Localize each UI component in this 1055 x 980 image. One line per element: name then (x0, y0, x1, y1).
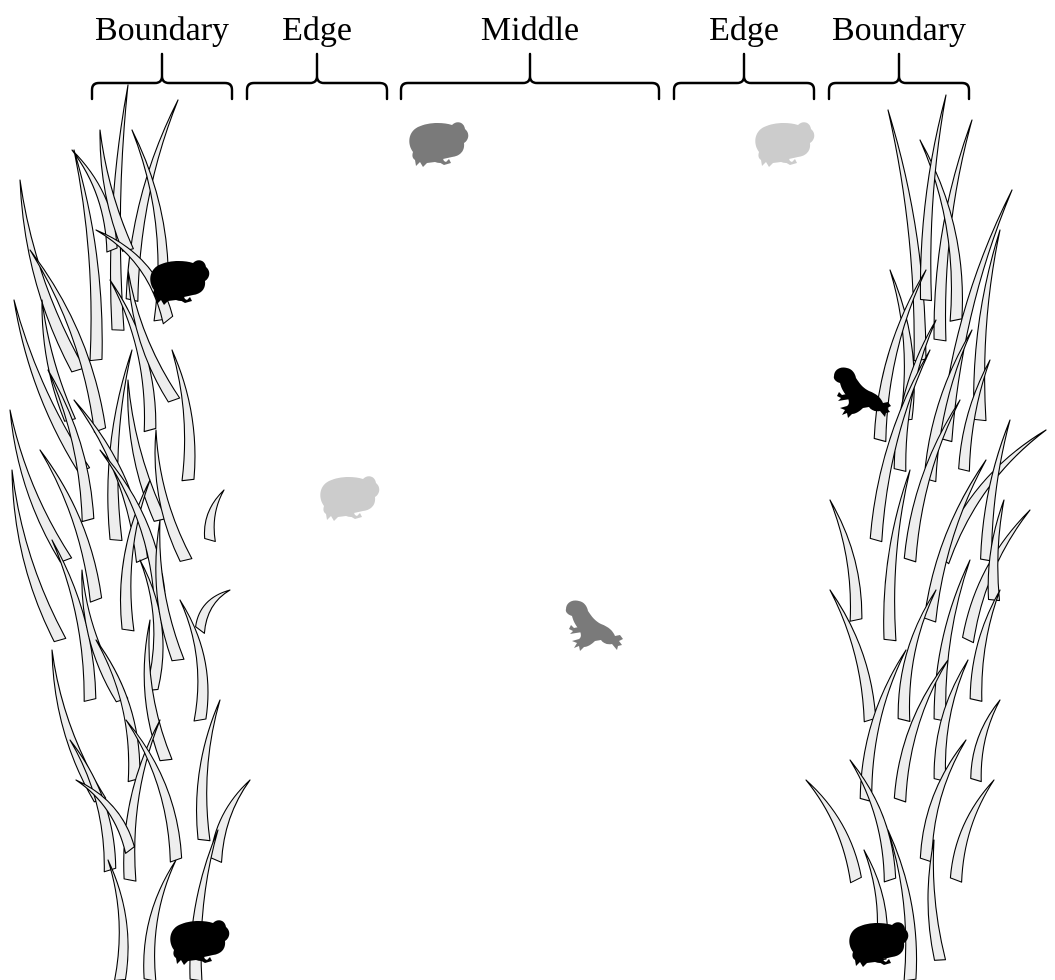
grass-blade (196, 590, 230, 633)
grass-left (10, 85, 250, 980)
bracket-boundary-right (829, 54, 969, 99)
zone-label-boundary-left: Boundary (95, 11, 229, 48)
frog-icon (150, 260, 209, 305)
grass-blade (928, 840, 946, 960)
frog-icon (409, 122, 468, 167)
grass-blade (806, 780, 861, 883)
grass-blade (971, 700, 1000, 782)
grass-blade (172, 350, 195, 481)
grass-blade (74, 150, 102, 361)
grass-blade (950, 780, 994, 882)
frog-icon (320, 476, 379, 521)
grass-blade (144, 860, 176, 980)
zone-labels: Boundary Edge Middle Edge Boundary (95, 11, 966, 48)
frog-icon (755, 122, 814, 167)
frogs (150, 122, 908, 967)
grass-blade (197, 700, 220, 841)
zone-label-boundary-right: Boundary (832, 11, 966, 48)
grass-blade (204, 490, 224, 541)
zone-label-middle: Middle (481, 11, 579, 48)
grass-right (806, 95, 1046, 980)
grass-blade (52, 650, 106, 802)
frog-icon (849, 922, 908, 967)
zone-label-edge-left: Edge (282, 11, 352, 48)
bracket-edge-left (247, 54, 387, 99)
bracket-boundary-left (92, 54, 232, 99)
bracket-edge-right (674, 54, 814, 99)
zone-label-edge-right: Edge (709, 11, 779, 48)
bracket-middle (401, 54, 659, 99)
zone-brackets (92, 54, 969, 99)
frog-icon (566, 600, 623, 651)
frog-icon (170, 920, 229, 965)
grass-blade (210, 780, 250, 862)
grass-blade (830, 500, 862, 621)
